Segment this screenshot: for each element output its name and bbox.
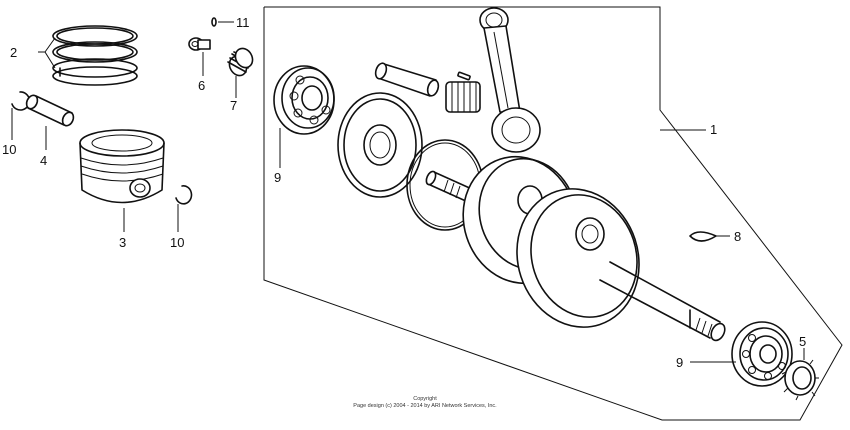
connecting-rod[interactable]	[479, 7, 541, 153]
thrust-washer[interactable]	[337, 92, 423, 198]
piston-rings[interactable]	[52, 25, 138, 86]
crank-pin[interactable]	[374, 62, 440, 97]
assembly-boundary	[263, 6, 843, 421]
circlip-right[interactable]	[175, 185, 193, 205]
callout-8: 8	[734, 229, 741, 244]
callout-10-left: 10	[2, 142, 16, 157]
callout-1: 1	[710, 122, 717, 137]
callout-4: 4	[40, 153, 47, 168]
callout-6: 6	[198, 78, 205, 93]
callout-10-right: 10	[170, 235, 184, 250]
copyright-line-1: Copyright	[413, 396, 437, 402]
callout-9-left: 9	[274, 170, 281, 185]
piston-pin[interactable]	[25, 94, 76, 128]
copyright-line-2: Page design (c) 2004 - 2014 by ARI Netwo…	[353, 403, 497, 409]
needle-bearing[interactable]	[445, 71, 481, 113]
small-pin[interactable]	[211, 17, 217, 27]
spring[interactable]	[226, 45, 256, 78]
callout-11: 11	[236, 15, 250, 30]
callout-2: 2	[10, 45, 17, 60]
piston[interactable]	[79, 129, 165, 204]
lock-nut[interactable]	[781, 359, 819, 401]
callout-5: 5	[799, 334, 806, 349]
callout-3: 3	[119, 235, 126, 250]
callout-9-right: 9	[676, 355, 683, 370]
callout-7: 7	[230, 98, 237, 113]
bolt[interactable]	[188, 37, 211, 51]
bearing-left[interactable]	[273, 65, 335, 135]
bearing-right[interactable]	[731, 321, 793, 387]
woodruff-key[interactable]	[689, 231, 717, 242]
crankshaft[interactable]	[424, 142, 727, 343]
